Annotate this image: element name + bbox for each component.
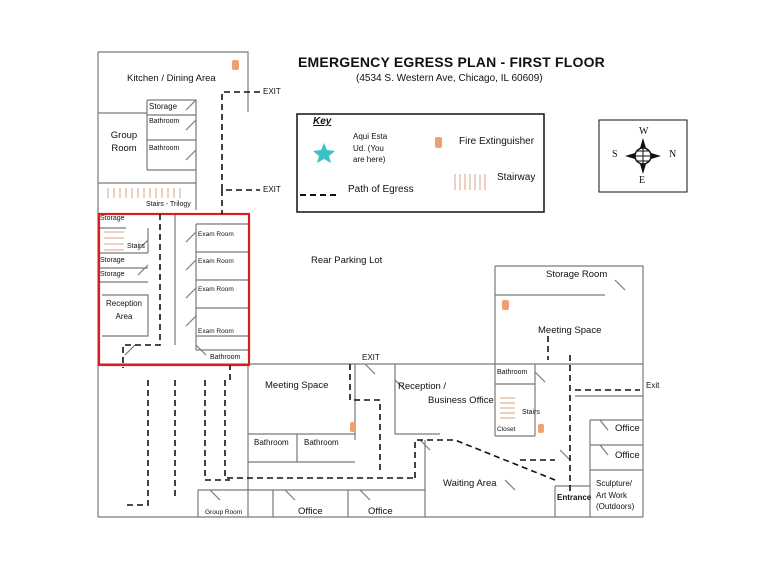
room-sculpture-line: Sculpture/ — [596, 479, 633, 488]
exit-label-3: EXIT — [362, 353, 380, 362]
walls — [97, 51, 644, 518]
room-bathroom-c2: Bathroom — [304, 438, 339, 447]
you-are-here-area — [97, 212, 251, 367]
exit-label-1: EXIT — [263, 87, 281, 96]
compass-s: S — [612, 149, 618, 160]
room-meeting-space-right: Meeting Space — [538, 325, 602, 336]
room-reception-area-line: Area — [115, 311, 133, 321]
room-group-room-bottom: Group Room — [205, 509, 243, 516]
room-exam-room-1: Exam Room — [198, 231, 234, 238]
room-bathroom-c1: Bathroom — [254, 438, 289, 447]
room-stairs-left: Stairs — [127, 243, 145, 250]
room-group-room-line: Room — [111, 143, 137, 155]
key-heading: Key — [313, 116, 332, 127]
room-exam-room-3: Exam Room — [198, 286, 234, 293]
key-stairway: Stairway — [497, 172, 536, 183]
room-office-r2: Office — [615, 450, 640, 461]
label-rear-parking: Rear Parking Lot — [311, 255, 383, 266]
room-exam-room-2: Exam Room — [198, 258, 234, 265]
stairway-marks — [104, 174, 515, 419]
egress-paths — [122, 91, 640, 506]
room-sculpture-line: (Outdoors) — [596, 502, 635, 512]
fire-extinguisher-icon — [232, 60, 239, 70]
room-group-room-line: Group — [110, 130, 138, 141]
key-you-are-here: Aqui Esta Ud. (You are here) — [353, 131, 387, 166]
fire-extinguisher-icon — [538, 424, 544, 433]
room-bathroom-2: Bathroom — [149, 145, 180, 152]
room-closet: Closet — [497, 426, 516, 433]
fire-extinguisher-icon — [350, 422, 356, 432]
key-box — [296, 113, 545, 213]
star-icon — [313, 143, 335, 163]
room-group-room: Group Room — [106, 129, 142, 156]
exit-label-2: EXIT — [263, 185, 281, 194]
room-reception-area-line: Reception — [105, 299, 143, 308]
room-storage-room: Storage Room — [546, 269, 608, 280]
room-reception-business-line: Reception / — [398, 381, 447, 392]
room-office-b2: Office — [368, 506, 393, 517]
compass-n: N — [669, 149, 677, 160]
fire-extinguisher-icon — [435, 137, 442, 148]
exit-label-4: Exit — [646, 381, 660, 390]
key-fire-extinguisher: Fire Extinguisher — [459, 136, 535, 147]
room-sculpture: Sculpture/ Art Work (Outdoors) — [596, 478, 634, 513]
page-address: (4534 S. Western Ave, Chicago, IL 60609) — [356, 73, 543, 84]
compass-w: W — [639, 126, 649, 137]
room-storage-b: Storage — [100, 257, 125, 264]
key-you-are-here-line: Ud. (You — [353, 143, 384, 153]
compass-e: E — [639, 175, 646, 186]
key-you-are-here-line: are here) — [353, 155, 386, 165]
room-stairs-trilogy: Stairs - Trilogy — [146, 201, 191, 208]
room-bathroom-exam: Bathroom — [210, 354, 241, 361]
room-kitchen: Kitchen / Dining Area — [127, 73, 216, 84]
room-meeting-space-center: Meeting Space — [265, 380, 329, 391]
fire-extinguisher-icon — [502, 300, 509, 310]
room-reception-business: Reception / Business Office — [398, 380, 494, 409]
room-waiting-area: Waiting Area — [443, 478, 497, 489]
room-bathroom-right: Bathroom — [497, 369, 528, 376]
key-path-of-egress: Path of Egress — [348, 184, 414, 195]
compass-box — [598, 119, 688, 193]
room-storage-a: Storage — [100, 215, 125, 222]
room-office-r1: Office — [615, 423, 640, 434]
key-you-are-here-line: Aqui Esta — [353, 132, 388, 141]
room-office-b1: Office — [298, 506, 323, 517]
room-reception-area: Reception Area — [102, 298, 146, 324]
fire-extinguisher-icons — [232, 60, 544, 433]
room-storage-top: Storage — [149, 102, 178, 111]
room-exam-room-4: Exam Room — [198, 328, 234, 335]
room-storage-c: Storage — [100, 271, 125, 278]
room-bathroom-1: Bathroom — [149, 118, 180, 125]
room-stairs-right: Stairs — [522, 409, 540, 416]
room-entrance: Entrance — [557, 493, 592, 502]
page-title: EMERGENCY EGRESS PLAN - FIRST FLOOR — [298, 54, 605, 70]
compass-icon — [625, 138, 661, 174]
room-reception-business-line: Business Office — [428, 395, 494, 407]
room-sculpture-line: Art Work — [596, 490, 627, 500]
